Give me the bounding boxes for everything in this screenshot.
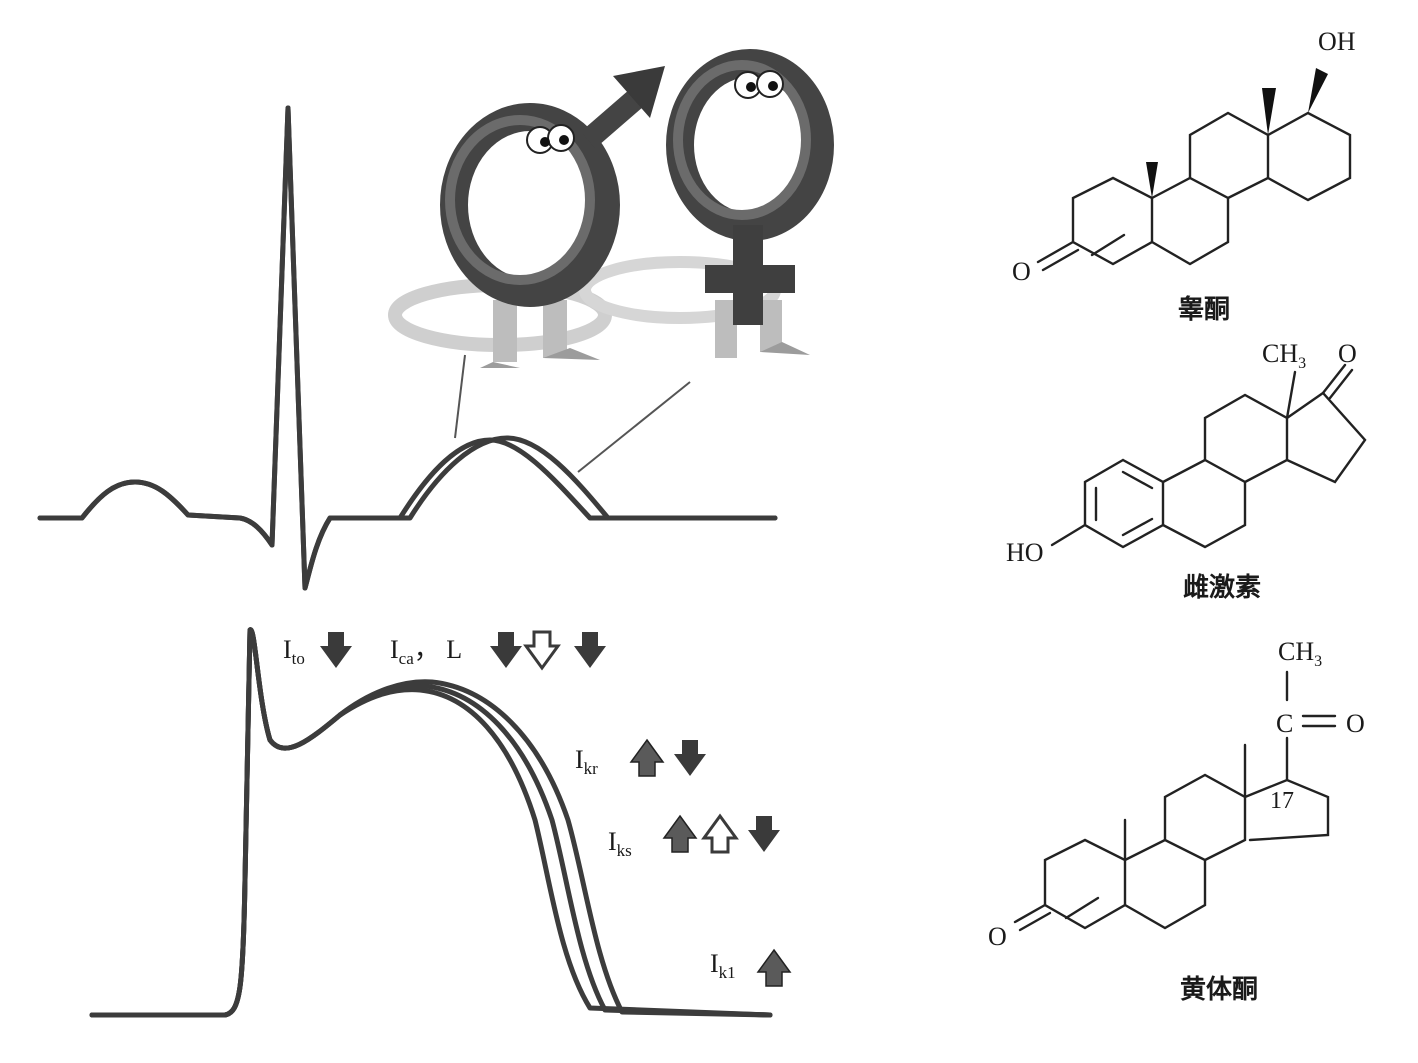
molecule-testosterone: OH O 睾酮: [1012, 27, 1356, 325]
ch3-label: CH3: [1278, 637, 1322, 670]
ring-d: [1266, 111, 1352, 202]
current-label: Ica， L: [390, 635, 462, 668]
arrow-down-icon: [748, 816, 780, 852]
current-label: Ikr: [575, 745, 598, 778]
o-label: O: [988, 922, 1007, 951]
double-bond: [1064, 896, 1100, 920]
ketone-bond: [1321, 363, 1347, 395]
current-iks: Iks: [608, 813, 780, 860]
action-potential: [89, 627, 773, 1018]
molecule-name: 雌激素: [1183, 572, 1261, 603]
o-label: O: [1346, 709, 1365, 738]
current-ik1: Ik1: [710, 948, 792, 987]
ring-d: [1285, 391, 1367, 484]
oh-label: OH: [1318, 27, 1356, 56]
ketone-bond-2: [1328, 368, 1354, 400]
position-label: 17: [1270, 788, 1294, 814]
arrow-up-icon: [756, 948, 792, 987]
arrow-down-icon: [574, 632, 606, 668]
current-ito: Ito: [283, 632, 352, 668]
carbonyl-bond-2: [1041, 248, 1080, 272]
arrow-down-icon: [490, 632, 522, 668]
carbonyl-bond: [1013, 903, 1047, 924]
arrow-up-open-icon: [701, 813, 739, 854]
ecg-curve-female: [37, 105, 778, 591]
ring-b: [1150, 176, 1230, 266]
current-ica-l: Ica， L: [390, 630, 606, 671]
ring-c: [1163, 773, 1247, 862]
molecule-estrone: CH3 O HO 雌激素: [1006, 339, 1367, 603]
gender-cartoon: [388, 49, 834, 368]
double-bond: [1090, 233, 1126, 257]
molecule-name: 睾酮: [1178, 294, 1230, 325]
current-label: Iks: [608, 827, 632, 860]
molecule-name: 黄体酮: [1180, 975, 1258, 1005]
carbonyl-bond: [1036, 240, 1075, 264]
ap-curve-2: [89, 627, 773, 1018]
ho-label: HO: [1006, 538, 1044, 567]
methyl-wedge: [1146, 162, 1158, 198]
aromatic-bond: [1121, 470, 1154, 490]
methyl-wedge: [1262, 88, 1276, 135]
arrow-down-open-icon: [523, 630, 561, 671]
current-label: Ik1: [710, 949, 736, 982]
arrow-down-icon: [320, 632, 352, 668]
ring-a: [1071, 176, 1154, 266]
current-ikr: Ikr: [575, 738, 706, 778]
ecg-trace: [37, 105, 778, 591]
ring-b: [1161, 458, 1247, 549]
arrow-up-icon: [629, 738, 665, 777]
ch3-label: CH3: [1262, 339, 1306, 372]
oh-wedge: [1308, 68, 1328, 113]
ring-c: [1188, 111, 1270, 200]
carbonyl-bond-2: [1018, 911, 1052, 932]
aromatic-bond: [1121, 517, 1154, 537]
c-label: C: [1276, 709, 1293, 738]
arrow-up-icon: [662, 814, 698, 853]
ring-c: [1203, 393, 1289, 484]
pointer-line-male: [454, 354, 466, 439]
ring-b: [1123, 838, 1207, 930]
o-label: O: [1338, 339, 1357, 368]
molecule-progesterone: CH3 C O 17 O 黄体酮: [988, 637, 1365, 1005]
male-symbol-icon: [440, 66, 665, 368]
o-label: O: [1012, 257, 1031, 286]
ap-curve-3: [89, 627, 773, 1018]
arrow-down-icon: [674, 740, 706, 776]
pointer-line-female: [577, 381, 691, 473]
current-label: Ito: [283, 635, 305, 668]
ring-a: [1043, 838, 1127, 930]
female-symbol-icon: [666, 49, 834, 358]
ring-d: [1243, 778, 1330, 842]
hydroxyl-bond: [1050, 523, 1087, 547]
methyl-bond: [1285, 370, 1297, 420]
